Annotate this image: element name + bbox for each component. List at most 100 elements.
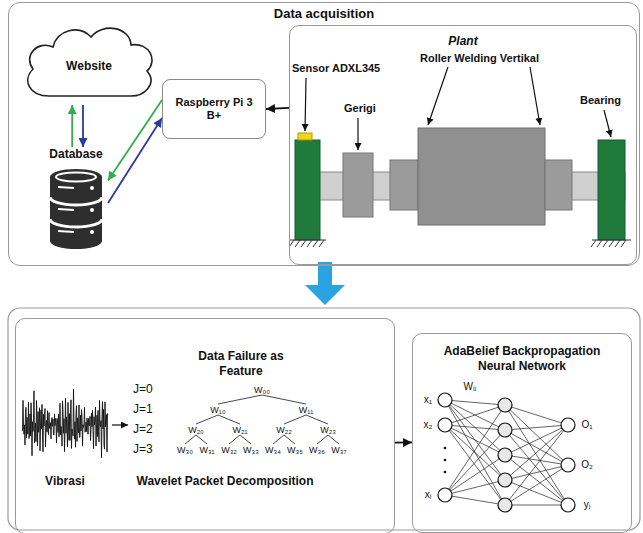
waveform — [22, 389, 108, 457]
flow-arrow — [395, 441, 412, 443]
tree-branch — [328, 435, 339, 444]
flow-arrow — [108, 118, 162, 203]
tree-branch — [218, 415, 240, 424]
part-label: Bearing — [580, 94, 621, 107]
plant-illustration — [289, 128, 631, 247]
wavelet-coefficient: W₃₀ — [177, 445, 193, 455]
wavelet-coefficient: W₃₇ — [331, 445, 346, 455]
wavelet-coefficient: W₃₁ — [199, 445, 214, 455]
network-link — [505, 430, 568, 505]
level-label: J=0 — [133, 383, 153, 397]
level-label: J=2 — [133, 423, 153, 437]
network-link — [505, 425, 568, 455]
panel-title: Plant — [290, 26, 636, 48]
node-label: Database — [44, 147, 108, 161]
process-box: AdaBelief Backpropagation Neural Network — [412, 333, 632, 533]
bearing-block — [598, 140, 625, 240]
cloud-shape: Website — [19, 19, 159, 105]
output-label: yⱼ — [584, 499, 591, 511]
wavelet-coefficient: W₃₃ — [243, 445, 259, 455]
neural-network — [438, 393, 575, 512]
flow-arrow — [266, 108, 289, 109]
part-label: Roller Welding Vertikal — [420, 52, 539, 65]
network-link — [445, 400, 505, 455]
sensor-chip — [298, 133, 312, 140]
network-link — [445, 455, 505, 495]
hatch-stroke — [597, 240, 602, 247]
network-link — [505, 465, 568, 505]
weight-label: Wᵢⱼ — [464, 381, 477, 393]
network-link — [445, 425, 505, 480]
network-link — [445, 425, 505, 505]
leader-line — [428, 67, 448, 125]
tree-branch — [262, 395, 306, 404]
network-link — [505, 430, 568, 465]
part-label: Gerigi — [344, 102, 376, 115]
node-label: Website — [66, 51, 112, 73]
neuron — [498, 498, 512, 512]
cloud-outline — [19, 19, 159, 97]
output-label: O₂ — [581, 459, 593, 471]
input-label: x₂ — [424, 419, 433, 431]
network-link — [445, 405, 505, 495]
cloud-outline — [28, 28, 152, 96]
node-label: AdaBelief Backpropagation Neural Network — [437, 344, 607, 374]
network-link — [445, 495, 505, 505]
wavelet-coefficient: W₃₄ — [265, 445, 281, 455]
ellipsis-dot — [444, 459, 447, 462]
tree-branch — [196, 435, 207, 444]
flow-big-arrow — [305, 262, 345, 305]
tree-branch — [229, 435, 240, 444]
network-link — [505, 405, 568, 425]
tree-branch — [185, 435, 196, 444]
hatch-stroke — [609, 240, 614, 247]
signal-label: Vibrasi — [45, 475, 85, 489]
hatch-stroke — [301, 240, 306, 247]
neuron — [438, 488, 452, 502]
tree-branch — [284, 435, 295, 444]
neuron — [498, 398, 512, 412]
hatch-stroke — [313, 240, 318, 247]
network-link — [505, 455, 568, 465]
network-link — [505, 425, 568, 480]
tree-branch — [218, 395, 262, 404]
network-link — [445, 480, 505, 495]
tree-branch — [284, 415, 306, 424]
hatch-stroke — [615, 240, 620, 247]
leader-line — [357, 118, 358, 150]
network-link — [505, 405, 568, 465]
level-label: J=1 — [133, 403, 153, 417]
hatch-stroke — [307, 240, 312, 247]
flow-arrow — [71, 105, 73, 147]
ellipsis-dot — [444, 471, 447, 474]
wavelet-coefficient: W₁₀ — [210, 405, 225, 415]
wavelet-tree — [185, 395, 339, 444]
network-link — [445, 430, 505, 495]
roller — [418, 128, 545, 225]
neuron — [438, 418, 452, 432]
network-link — [505, 455, 568, 505]
wavelet-coefficient: W₂₁ — [232, 425, 247, 435]
wavelet-coefficient: W₃₅ — [287, 445, 303, 455]
network-link — [445, 405, 505, 425]
leader-line — [305, 78, 306, 131]
part-label: Sensor ADXL345 — [292, 62, 380, 75]
input-label: xᵢ — [425, 489, 432, 501]
hatch-stroke — [295, 240, 300, 247]
ground-hatch — [289, 240, 626, 247]
network-link — [505, 505, 568, 506]
coupling — [390, 160, 418, 210]
network-link — [445, 400, 505, 505]
neuron — [561, 418, 575, 432]
neuron — [498, 473, 512, 487]
vibration-signal — [22, 389, 108, 457]
output-label: O₁ — [581, 419, 592, 431]
tree-branch — [273, 435, 284, 444]
neuron — [498, 448, 512, 462]
wavelet-coefficient: W₂₃ — [320, 425, 336, 435]
network-link — [505, 425, 568, 505]
ground-line — [290, 239, 326, 240]
wavelet-coefficient: W₁₁ — [299, 405, 314, 415]
hatch-stroke — [591, 240, 596, 247]
